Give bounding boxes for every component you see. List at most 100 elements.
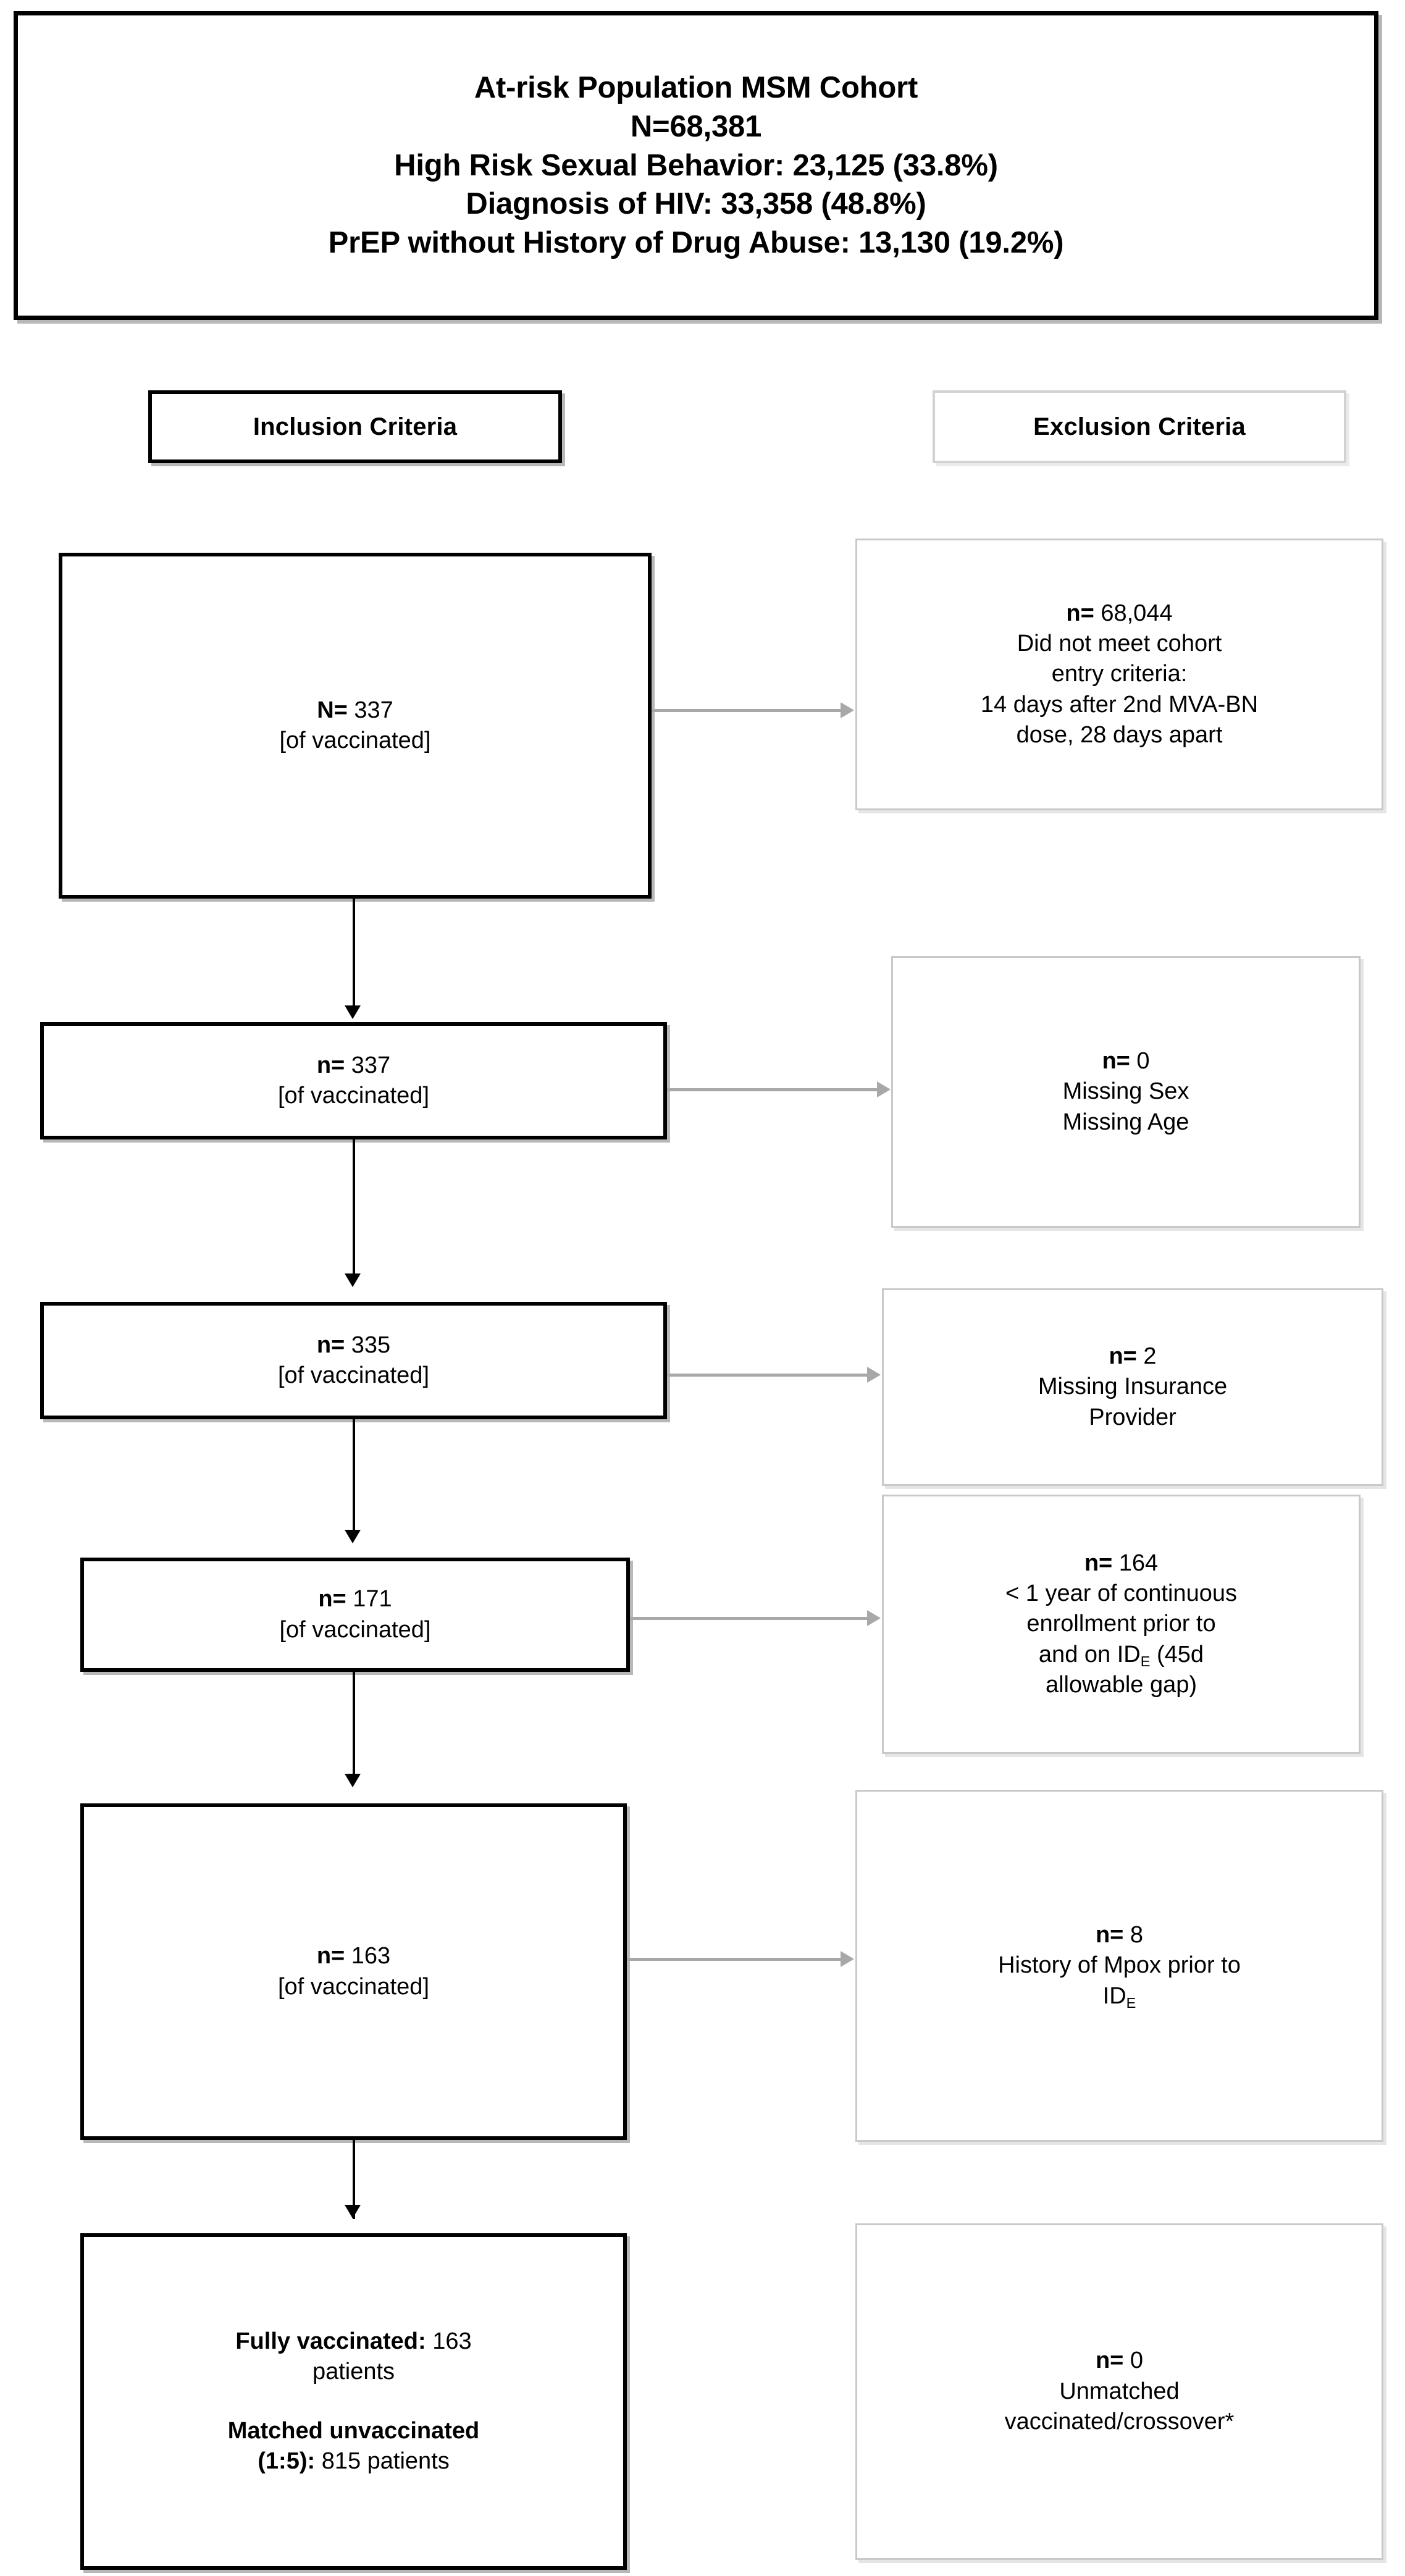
exclusion-box-1-count-value: 68,044 bbox=[1094, 600, 1173, 626]
id-e-subscript: E bbox=[1140, 1653, 1151, 1669]
inclusion-box-4-count-prefix: n= bbox=[318, 1586, 346, 1613]
inclusion-box-4-sublabel: [of vaccinated] bbox=[279, 1616, 431, 1643]
final-box-patients-word: patients bbox=[312, 2359, 395, 2385]
vertical-connector-3 bbox=[353, 1419, 355, 1533]
exclusion-box-4: n= 164 < 1 year of continuous enrollment… bbox=[882, 1495, 1361, 1754]
inclusion-box-2: n= 337 [of vaccinated] bbox=[40, 1022, 667, 1139]
final-box-fully-vaccinated-label: Fully vaccinated: bbox=[235, 2328, 426, 2354]
header-line-1: At-risk Population MSM Cohort bbox=[474, 71, 918, 105]
exclusion-box-4-text-line-1: < 1 year of continuous bbox=[1005, 1580, 1237, 1606]
inclusion-box-1-count-prefix: N= bbox=[317, 697, 348, 723]
exclusion-box-3-text-line-1: Missing Insurance bbox=[1038, 1374, 1228, 1400]
vertical-connector-4 bbox=[353, 1672, 355, 1776]
inclusion-box-1-count-value: 337 bbox=[347, 697, 393, 723]
inclusion-box-2-count-value: 337 bbox=[345, 1052, 391, 1078]
exclusion-criteria-label-box: Exclusion Criteria bbox=[933, 390, 1346, 463]
inclusion-criteria-label-box: Inclusion Criteria bbox=[148, 390, 562, 463]
exclusion-box-6: n= 0 Unmatched vaccinated/crossover* bbox=[855, 2223, 1383, 2560]
vertical-connector-2 bbox=[353, 1139, 355, 1277]
vertical-connector-5 bbox=[353, 2140, 355, 2219]
inclusion-box-3-count: n= 335 bbox=[317, 1330, 390, 1361]
inclusion-box-5-count-value: 163 bbox=[345, 1943, 391, 1970]
exclusion-box-2-count-value: 0 bbox=[1130, 1047, 1150, 1074]
inclusion-box-4: n= 171 [of vaccinated] bbox=[80, 1558, 630, 1672]
final-box-matched-ratio: (1:5): bbox=[258, 2448, 316, 2474]
exclusion-box-6-count-value: 0 bbox=[1123, 2347, 1144, 2374]
exclusion-box-6-count: n= 0 bbox=[1096, 2346, 1143, 2376]
exclusion-box-3: n= 2 Missing Insurance Provider bbox=[882, 1288, 1383, 1486]
exclusion-box-2: n= 0 Missing Sex Missing Age bbox=[891, 956, 1361, 1228]
exclusion-criteria-label: Exclusion Criteria bbox=[1033, 413, 1246, 440]
exclusion-box-2-count-prefix: n= bbox=[1102, 1047, 1130, 1074]
exclusion-box-5-count: n= 8 bbox=[1096, 1920, 1143, 1950]
exclusion-box-1-text-line-3: 14 days after 2nd MVA-BN bbox=[980, 691, 1259, 718]
horizontal-arrowhead-2 bbox=[877, 1081, 891, 1097]
exclusion-box-4-count-prefix: n= bbox=[1084, 1550, 1113, 1576]
vertical-arrowhead-3 bbox=[345, 1530, 361, 1543]
final-box-fully-vaccinated-value: 163 bbox=[426, 2328, 472, 2354]
horizontal-arrowhead-5 bbox=[841, 1951, 854, 1967]
vertical-arrowhead-4 bbox=[345, 1774, 361, 1787]
horizontal-arrowhead-3 bbox=[867, 1367, 881, 1383]
inclusion-box-4-count: n= 171 bbox=[318, 1584, 392, 1614]
inclusion-box-2-count: n= 337 bbox=[317, 1051, 390, 1081]
exclusion-box-2-count: n= 0 bbox=[1102, 1046, 1149, 1076]
exclusion-box-4-text-line-2: enrollment prior to bbox=[1026, 1611, 1216, 1637]
exclusion-box-2-text-line-1: Missing Sex bbox=[1062, 1078, 1189, 1105]
exclusion-box-1: n= 68,044 Did not meet cohort entry crit… bbox=[855, 539, 1383, 810]
inclusion-box-5-count-prefix: n= bbox=[316, 1943, 345, 1970]
horizontal-arrowhead-1 bbox=[841, 702, 854, 718]
exclusion-box-1-text-line-1: Did not meet cohort bbox=[1017, 630, 1222, 657]
horizontal-connector-3 bbox=[667, 1374, 868, 1377]
exclusion-box-3-count-prefix: n= bbox=[1109, 1343, 1137, 1369]
final-box-matched-label: Matched unvaccinated bbox=[227, 2417, 480, 2444]
exclusion-box-4-count-value: 164 bbox=[1112, 1550, 1159, 1576]
exclusion-box-4-text-line-3: and on IDE (45d bbox=[1039, 1640, 1204, 1670]
vertical-connector-1 bbox=[353, 899, 355, 1009]
exclusion-box-5: n= 8 History of Mpox prior to IDE bbox=[855, 1790, 1383, 2142]
inclusion-box-2-sublabel: [of vaccinated] bbox=[277, 1083, 430, 1109]
exclusion-box-5-text-line-2: IDE bbox=[1103, 1981, 1136, 2012]
horizontal-arrowhead-4 bbox=[867, 1610, 881, 1626]
horizontal-connector-1 bbox=[652, 709, 843, 712]
inclusion-box-3: n= 335 [of vaccinated] bbox=[40, 1302, 667, 1419]
inclusion-box-1: N= 337 [of vaccinated] bbox=[59, 553, 652, 899]
inclusion-box-4-count-value: 171 bbox=[346, 1586, 392, 1613]
inclusion-box-5-sublabel: [of vaccinated] bbox=[277, 1973, 430, 2000]
horizontal-connector-5 bbox=[627, 1958, 842, 1961]
exclusion-box-5-text-line-2-raw: IDE bbox=[1102, 1982, 1136, 2011]
header-line-4: Diagnosis of HIV: 33,358 (48.8%) bbox=[466, 187, 926, 221]
vertical-arrowhead-5 bbox=[345, 2205, 361, 2218]
exclusion-box-4-text-line-3-raw: and on IDE (45d bbox=[1038, 1641, 1204, 1669]
exclusion-box-1-text-line-2: entry criteria: bbox=[1051, 661, 1188, 687]
inclusion-box-1-count: N= 337 bbox=[317, 695, 393, 726]
exclusion-box-1-count: n= 68,044 bbox=[1066, 598, 1172, 629]
exclusion-box-6-text-line-2: vaccinated/crossover* bbox=[1004, 2409, 1235, 2435]
exclusion-box-6-count-prefix: n= bbox=[1095, 2347, 1124, 2374]
exclusion-box-3-text-line-2: Provider bbox=[1089, 1404, 1176, 1430]
final-box-matched-ratio-row: (1:5): 815 patients bbox=[258, 2446, 450, 2477]
header-line-3: High Risk Sexual Behavior: 23,125 (33.8%… bbox=[394, 148, 998, 182]
exclusion-box-5-count-value: 8 bbox=[1123, 1921, 1144, 1948]
final-box-fully-vaccinated: Fully vaccinated: 163 bbox=[235, 2326, 471, 2357]
exclusion-box-1-count-prefix: n= bbox=[1066, 600, 1094, 626]
exclusion-box-4-count: n= 164 bbox=[1084, 1548, 1158, 1579]
inclusion-box-3-count-value: 335 bbox=[345, 1332, 391, 1358]
exclusion-box-2-text-line-2: Missing Age bbox=[1062, 1109, 1189, 1135]
inclusion-box-5-count: n= 163 bbox=[317, 1941, 390, 1971]
exclusion-box-4-text-line-4: allowable gap) bbox=[1045, 1672, 1197, 1698]
exclusion-box-5-text-line-1: History of Mpox prior to bbox=[998, 1952, 1241, 1979]
vertical-arrowhead-1 bbox=[345, 1005, 361, 1019]
exclusion-box-5-count-prefix: n= bbox=[1095, 1921, 1124, 1948]
final-result-box: Fully vaccinated: 163 patients Matched u… bbox=[80, 2233, 627, 2570]
inclusion-criteria-label: Inclusion Criteria bbox=[253, 413, 458, 440]
horizontal-connector-2 bbox=[667, 1088, 878, 1091]
vertical-arrowhead-2 bbox=[345, 1273, 361, 1287]
id-e-subscript: E bbox=[1126, 1994, 1136, 2011]
inclusion-box-3-count-prefix: n= bbox=[316, 1332, 345, 1358]
inclusion-box-2-count-prefix: n= bbox=[316, 1052, 345, 1078]
cohort-header-box: At-risk Population MSM Cohort N=68,381 H… bbox=[14, 11, 1378, 320]
header-line-2: N=68,381 bbox=[630, 109, 762, 143]
header-line-5: PrEP without History of Drug Abuse: 13,1… bbox=[328, 226, 1064, 260]
